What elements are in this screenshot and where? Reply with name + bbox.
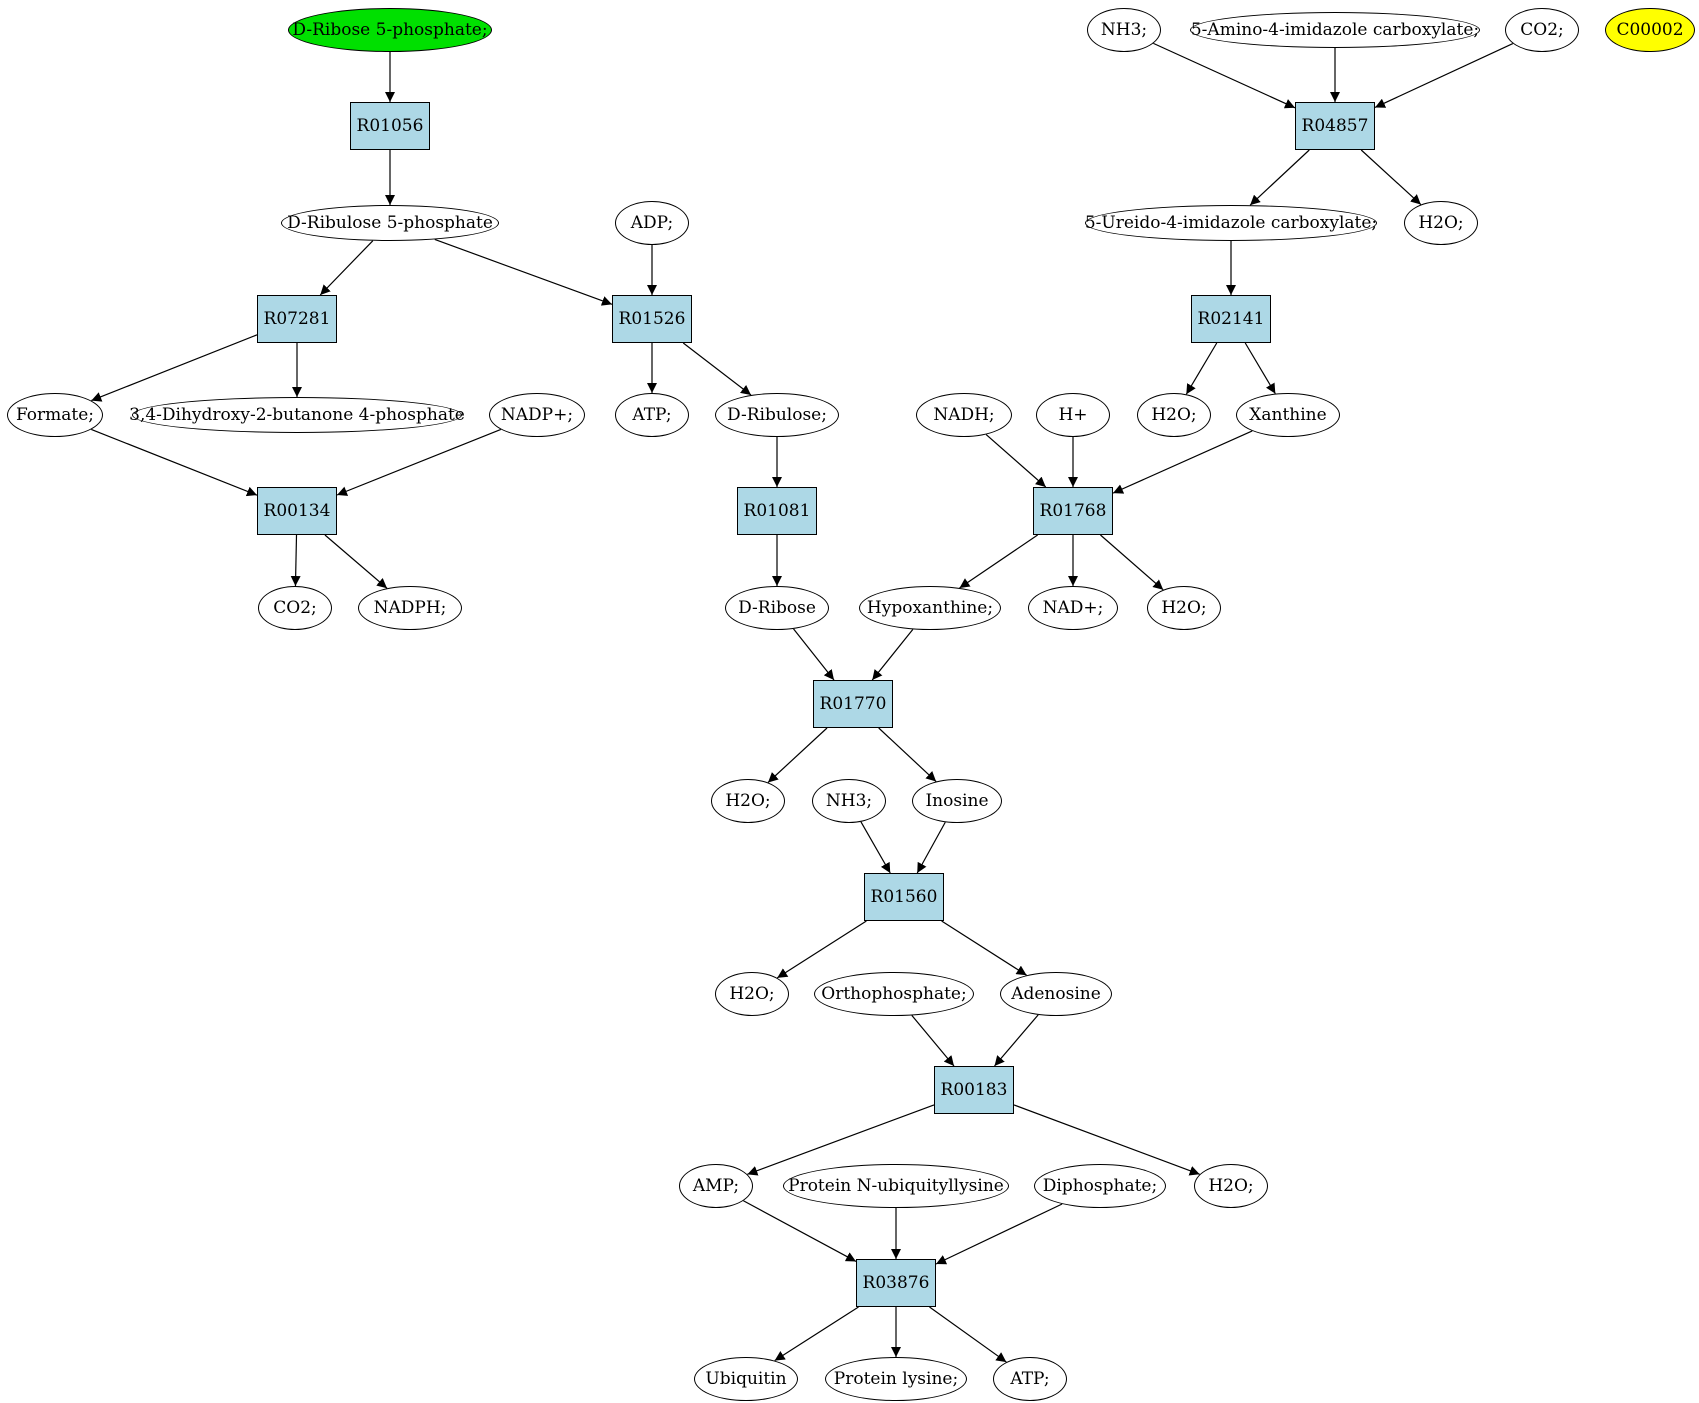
reaction-node-r02141: R02141 (1191, 295, 1271, 343)
compound-node-ubiquitin: Ubiquitin (694, 1357, 798, 1401)
edge-inosine-to-r01560 (916, 821, 946, 874)
compound-node-nh3a: NH3; (1087, 8, 1161, 52)
edge-diphos-to-r03876 (935, 1203, 1063, 1265)
edge-r04857-to-uicx (1249, 149, 1310, 206)
edge-r01526-to-ribulose (682, 342, 752, 396)
compound-node-h2o-b: H2O; (1137, 393, 1211, 437)
compound-node-hplus: H+ (1036, 393, 1110, 437)
edge-hypox-to-r01770 (871, 628, 914, 681)
reaction-node-r01770: R01770 (813, 680, 893, 728)
edge-xanthine-to-r01768 (1112, 430, 1253, 494)
compound-node-uicx: 5-Ureido-4-imidazole carboxylate; (1085, 205, 1377, 241)
edge-co2b-to-r04857 (1374, 42, 1514, 108)
compound-node-nadph: NADPH; (358, 586, 462, 630)
edge-nh3a-to-r04857 (1153, 42, 1296, 109)
edge-adenosine-to-r00183 (994, 1014, 1039, 1067)
compound-node-h2o-c: H2O; (1147, 586, 1221, 630)
compound-node-ribose: D-Ribose (725, 586, 829, 630)
compound-node-atp2: ATP; (993, 1357, 1067, 1401)
edge-r04857-to-h2o_a (1360, 149, 1422, 205)
reaction-node-r00183: R00183 (934, 1066, 1014, 1114)
reaction-node-r01560: R01560 (864, 873, 944, 921)
compound-node-xanthine: Xanthine (1236, 393, 1340, 437)
edge-r01768-to-hypox (959, 534, 1038, 589)
edge-r03876-to-ubiquitin (774, 1306, 859, 1362)
compound-node-ortho: Orthophosphate; (814, 972, 974, 1016)
compound-node-aicx: 5-Amino-4-imidazole carboxylate; (1190, 12, 1480, 48)
edge-nadp-to-r00134 (336, 428, 502, 496)
edge-r00134-to-co2a (290, 534, 301, 587)
compound-node-h2o-a: H2O; (1404, 201, 1478, 245)
edge-ribulose5p-to-r07281 (319, 240, 374, 296)
edge-r07281-to-formate (91, 334, 258, 402)
reaction-node-r01526: R01526 (612, 295, 692, 343)
edge-r01560-to-adenosine (941, 920, 1027, 976)
compound-node-ribose5p: D-Ribose 5-phosphate; (288, 8, 492, 52)
reaction-node-r01056: R01056 (350, 102, 430, 150)
edge-nh3b-to-r01560 (860, 821, 891, 874)
compound-node-nh3b: NH3; (812, 779, 886, 823)
reaction-node-r00134: R00134 (257, 487, 337, 535)
compound-node-formate: Formate; (7, 393, 103, 437)
edge-r02141-to-h2o_b (1185, 342, 1218, 395)
compound-node-atp1: ATP; (615, 393, 689, 437)
compound-node-h2o-f: H2O; (1194, 1164, 1268, 1208)
edge-ribose-to-r01770 (793, 628, 835, 681)
edge-r01770-to-inosine (878, 727, 937, 782)
compound-node-amp: AMP; (679, 1164, 753, 1208)
compound-node-adp: ADP; (615, 201, 689, 245)
compound-node-ribulose: D-Ribulose; (715, 393, 839, 437)
edge-ortho-to-r00183 (911, 1015, 955, 1067)
compound-node-h2o-e: H2O; (715, 972, 789, 1016)
edge-r03876-to-atp2 (929, 1306, 1007, 1363)
edge-r00183-to-h2o_f (1013, 1104, 1200, 1176)
compound-node-co2b: CO2; (1505, 8, 1579, 52)
edge-r00134-to-nadph (324, 534, 388, 589)
compound-node-diphos: Diphosphate; (1034, 1164, 1166, 1208)
edge-amp-to-r03876 (743, 1200, 857, 1262)
edge-ribulose5p-to-r01526 (434, 238, 613, 306)
reaction-node-r03876: R03876 (856, 1259, 936, 1307)
edge-r00183-to-amp (747, 1104, 935, 1176)
compound-node-inosine: Inosine (912, 779, 1002, 823)
compound-node-co2a: CO2; (258, 586, 332, 630)
edge-r01560-to-h2o_e (776, 920, 867, 979)
compound-node-h2o-d: H2O; (711, 779, 785, 823)
reaction-node-r04857: R04857 (1295, 102, 1375, 150)
compound-node-pnul: Protein N-ubiquityllysine (783, 1164, 1009, 1208)
compound-node-hypox: Hypoxanthine; (859, 586, 1001, 630)
edge-formate-to-r00134 (91, 428, 258, 497)
edge-r01770-to-h2o_d (767, 727, 828, 783)
compound-node-dhbp: 3,4-Dihydroxy-2-butanone 4-phosphate (129, 397, 465, 433)
reaction-node-r01081: R01081 (737, 487, 817, 535)
compound-node-plys: Protein lysine; (825, 1357, 967, 1401)
edge-r02141-to-xanthine (1244, 342, 1276, 394)
compound-node-nadp: NADP+; (489, 393, 585, 437)
compound-node-adenosine: Adenosine (1000, 972, 1112, 1016)
edge-r01768-to-h2o_c (1100, 534, 1164, 591)
reaction-node-r07281: R07281 (257, 295, 337, 343)
compound-node-c00002: C00002 (1605, 8, 1695, 52)
edge-nadh-to-r01768 (985, 434, 1047, 488)
reaction-node-r01768: R01768 (1033, 487, 1113, 535)
compound-node-nad: NAD+; (1028, 586, 1118, 630)
compound-node-ribulose5p: D-Ribulose 5-phosphate (281, 205, 499, 241)
compound-node-nadh: NADH; (916, 393, 1012, 437)
